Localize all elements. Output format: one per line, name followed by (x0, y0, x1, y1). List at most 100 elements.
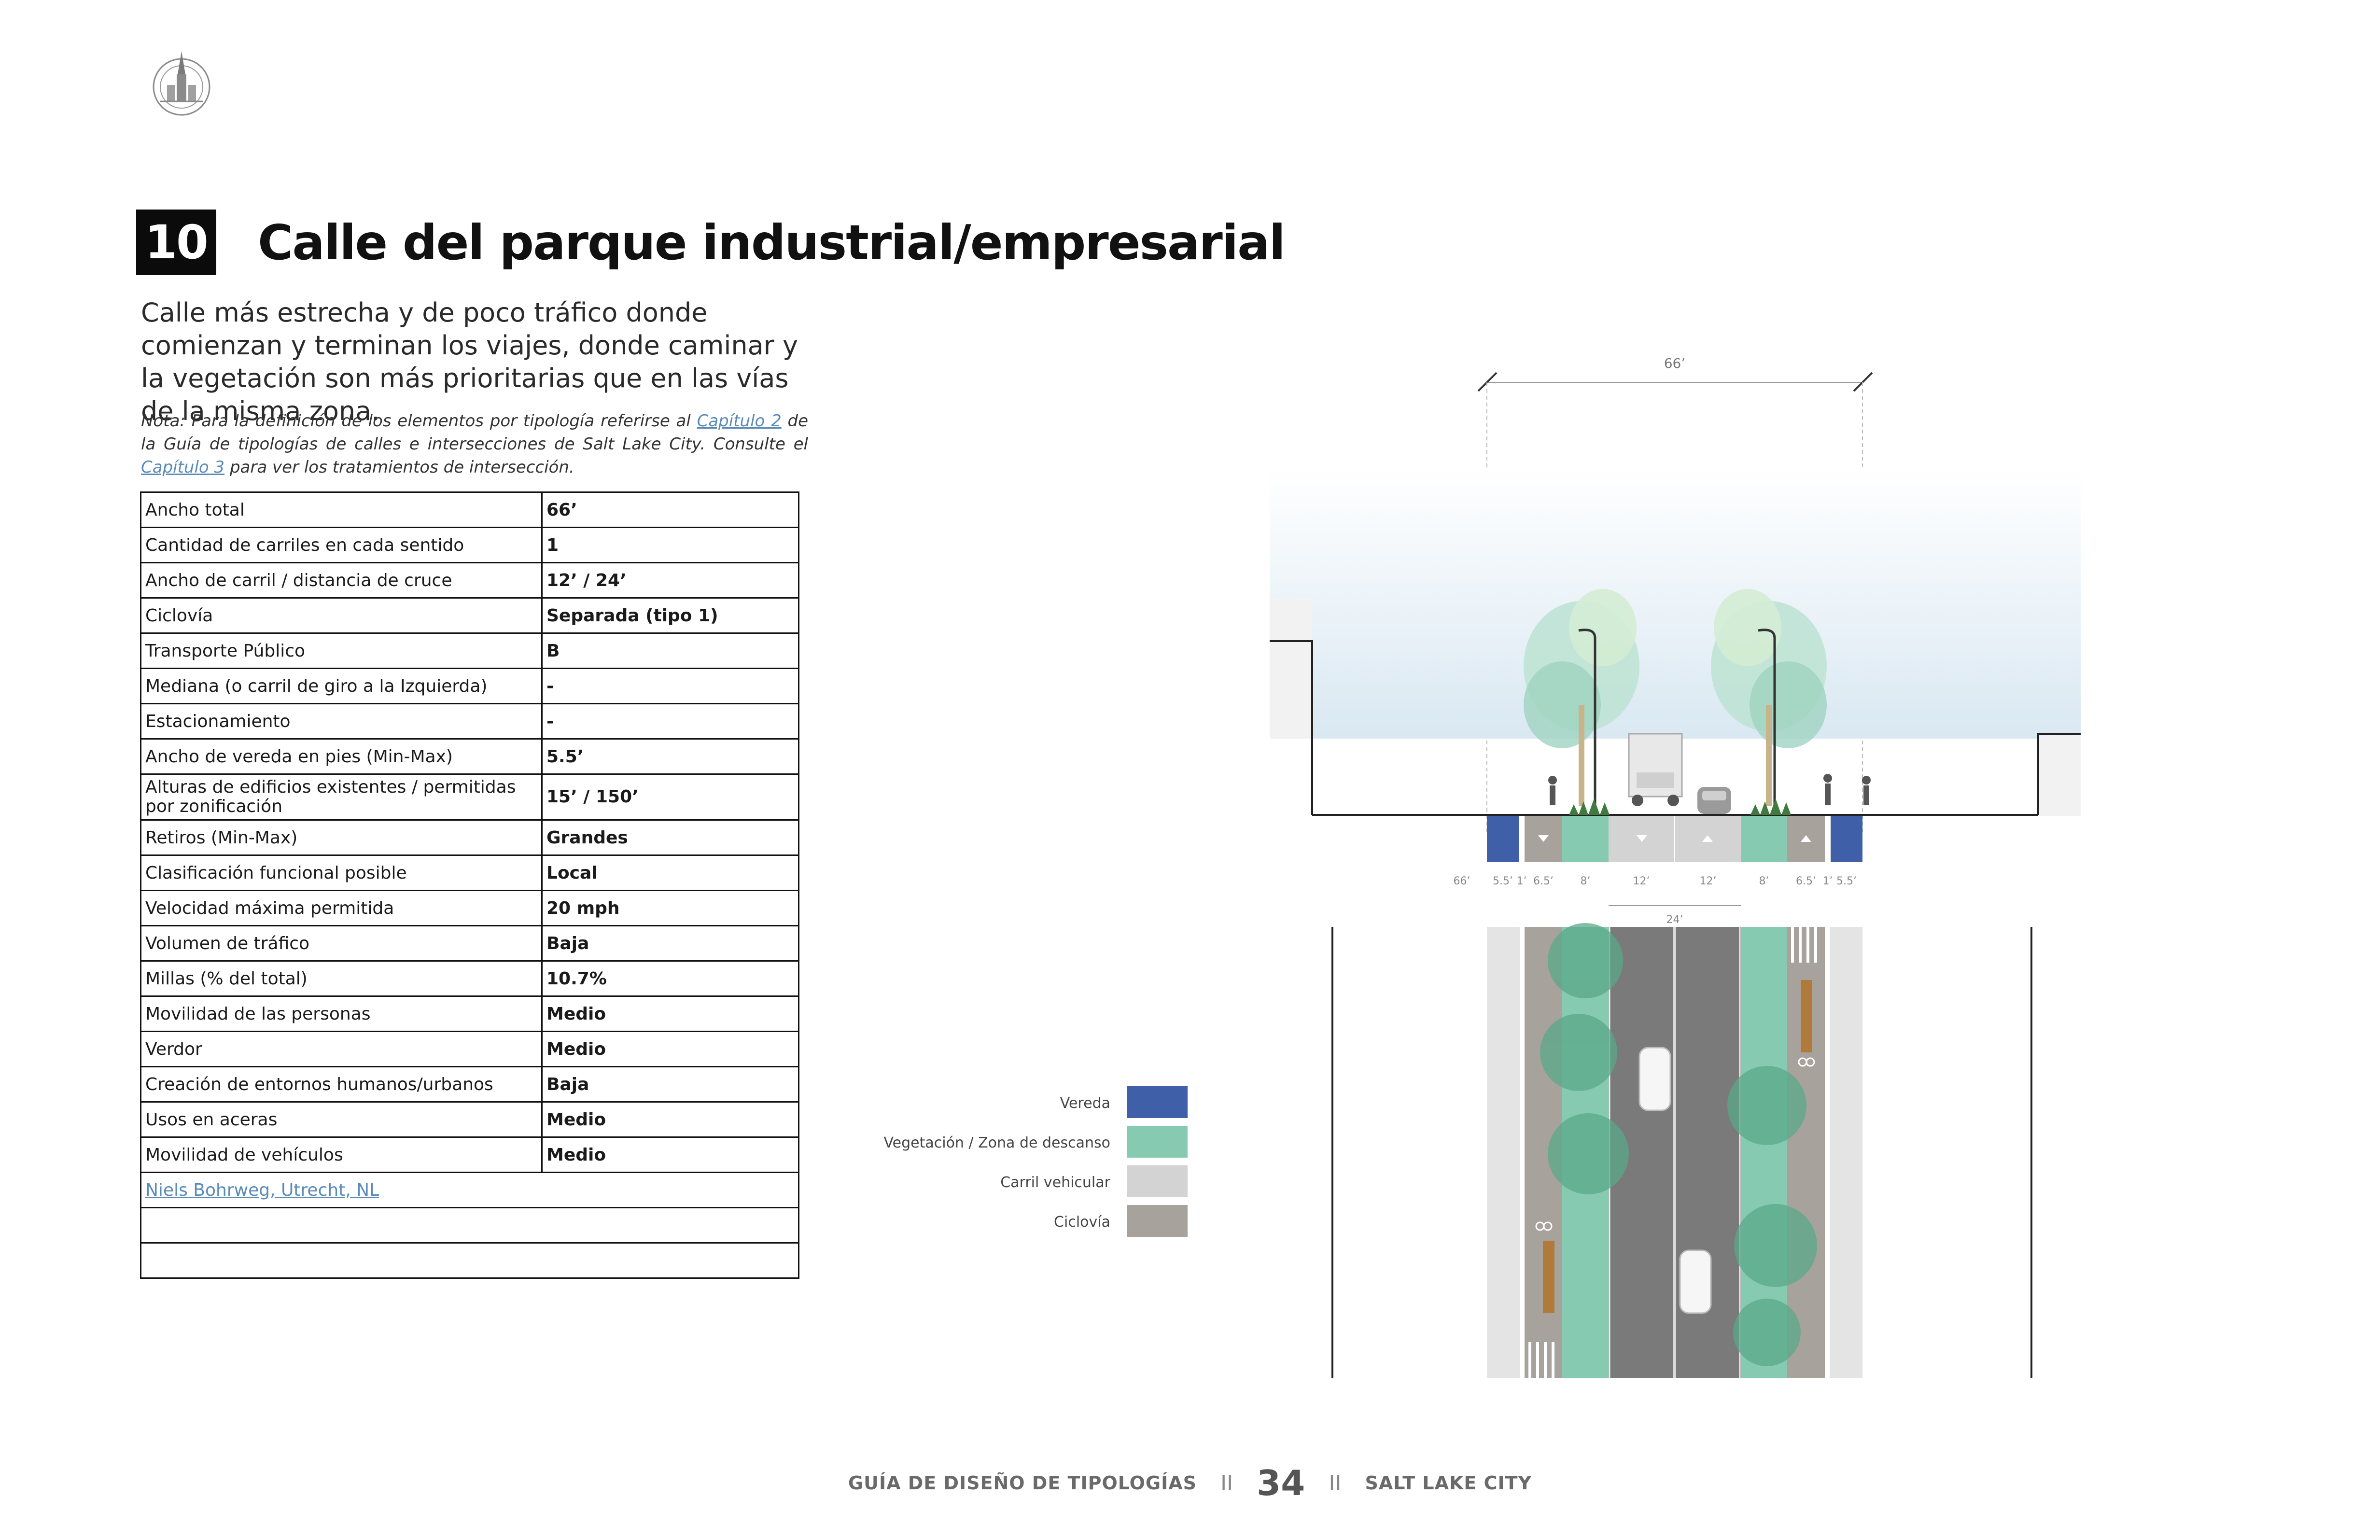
tree-left-icon (1524, 589, 1639, 806)
table-row: Retiros (Min-Max)Grandes (140, 819, 799, 856)
dim-label: 8’ (1759, 875, 1769, 887)
plan-view (1331, 927, 2032, 1378)
dim-label: 5.5’ (1493, 875, 1513, 887)
table-row: Ancho de vereda en pies (Min-Max)5.5’ (140, 738, 799, 775)
row-label: Ancho de carril / distancia de cruce (140, 562, 543, 599)
plan-crosswalk (1528, 927, 1817, 1378)
row-value: Medio (541, 995, 799, 1032)
table-row: Estacionamiento- (140, 703, 799, 740)
row-value: 66’ (541, 491, 799, 528)
tree-right-icon (1711, 589, 1827, 806)
legend-label: Vereda (1060, 1095, 1110, 1112)
page-footer: GUÍA DE DISEÑO DE TIPOLOGÍAS II 34 II SA… (0, 1463, 2380, 1503)
empty-cell (140, 1242, 799, 1279)
dim-label: 1’ (1517, 875, 1527, 887)
dim-label: 6.5’ (1796, 875, 1816, 887)
plan-bench-icon (1543, 980, 1812, 1313)
typology-title: Calle del parque industrial/empresarial (258, 214, 1286, 271)
truck-icon (1628, 733, 1683, 806)
crossing-width-label: 24’ (1666, 914, 1683, 926)
chapter-2-link[interactable]: Capítulo 2 (697, 411, 782, 431)
row-label: Movilidad de las personas (140, 995, 543, 1032)
dim-label: 8’ (1581, 875, 1591, 887)
row-value: 1 (541, 527, 799, 563)
color-legend: Vereda Vegetación / Zona de descanso Car… (850, 1086, 1188, 1245)
row-value: Medio (541, 1136, 799, 1173)
outer-width-label: 66’ (1454, 875, 1470, 887)
plan-car-icon (1638, 1047, 1671, 1111)
legend-item: Ciclovía (850, 1205, 1188, 1245)
legend-label: Vegetación / Zona de descanso (883, 1134, 1110, 1151)
row-label: Transporte Público (140, 632, 543, 669)
pedestrian-left-icon (1548, 776, 1557, 805)
row-value: Separada (tipo 1) (541, 597, 799, 634)
row-label: Alturas de edificios existentes / permit… (140, 773, 543, 821)
row-label: Millas (% del total) (140, 960, 543, 997)
row-label: Clasificación funcional posible (140, 854, 543, 891)
footer-separator: II (1329, 1470, 1342, 1496)
plan-car-icon (1679, 1249, 1712, 1314)
row-label: Verdor (140, 1031, 543, 1067)
row-value: 20 mph (541, 890, 799, 926)
row-value: 5.5’ (541, 738, 799, 775)
table-row: Alturas de edificios existentes / permit… (140, 773, 799, 821)
street-light-right-icon (1758, 629, 1776, 806)
row-label: Cantidad de carriles en cada sentido (140, 527, 543, 563)
row-value: Grandes (541, 819, 799, 856)
row-label: Estacionamiento (140, 703, 543, 740)
legend-item: Vegetación / Zona de descanso (850, 1126, 1188, 1165)
note-text-2: de la Guía de tipologías de calles e int… (141, 411, 809, 454)
legend-item: Vereda (850, 1086, 1188, 1126)
row-label: Retiros (Min-Max) (140, 819, 543, 856)
car-icon (1697, 787, 1731, 814)
planter-grass (1569, 798, 1791, 815)
row-value: - (541, 668, 799, 704)
empty-cell (140, 1207, 799, 1244)
row-label: Usos en aceras (140, 1101, 543, 1138)
dim-label: 12’ (1633, 875, 1650, 887)
legend-label: Carril vehicular (1000, 1174, 1110, 1191)
row-value: - (541, 703, 799, 740)
row-value: Medio (541, 1031, 799, 1067)
legend-item: Carril vehicular (850, 1165, 1188, 1205)
row-value: 15’ / 150’ (541, 773, 799, 821)
legend-swatch-vehicle-lane (1127, 1165, 1188, 1197)
footer-separator: II (1220, 1470, 1233, 1496)
plan-tree-canopies (1540, 923, 1817, 1366)
row-label: Velocidad máxima permitida (140, 890, 543, 926)
pedestrian-right-icon (1823, 774, 1832, 805)
example-street-link[interactable]: Niels Bohrweg, Utrecht, NL (140, 1172, 799, 1208)
chapter-3-link[interactable]: Capítulo 3 (141, 458, 225, 477)
city-seal-logo (153, 51, 210, 116)
row-value: Local (541, 854, 799, 891)
legend-swatch-sidewalk (1127, 1086, 1188, 1118)
dim-label: 6.5’ (1533, 875, 1554, 887)
row-value: 12’ / 24’ (541, 562, 799, 599)
legend-swatch-vegetation (1127, 1126, 1188, 1158)
table-row-empty (140, 1242, 799, 1279)
intro-paragraph: Calle más estrecha y de poco tráfico don… (141, 297, 798, 426)
total-width-label: 66’ (1664, 355, 1686, 371)
row-label: Volumen de tráfico (140, 925, 543, 962)
bike-symbol-icon (1535, 1057, 1815, 1231)
row-label: Creación de entornos humanos/urbanos (140, 1066, 543, 1103)
sky-background (1270, 468, 2081, 739)
row-label: Ancho de vereda en pies (Min-Max) (140, 738, 543, 775)
dim-label: 1’ (1823, 875, 1833, 887)
page-title: 10 Calle del parque industrial/empresari… (136, 209, 1286, 276)
legend-label: Ciclovía (1054, 1214, 1110, 1231)
note-paragraph: Nota: Para la definición de los elemento… (141, 409, 808, 479)
cross-section-bar (1487, 816, 1862, 862)
